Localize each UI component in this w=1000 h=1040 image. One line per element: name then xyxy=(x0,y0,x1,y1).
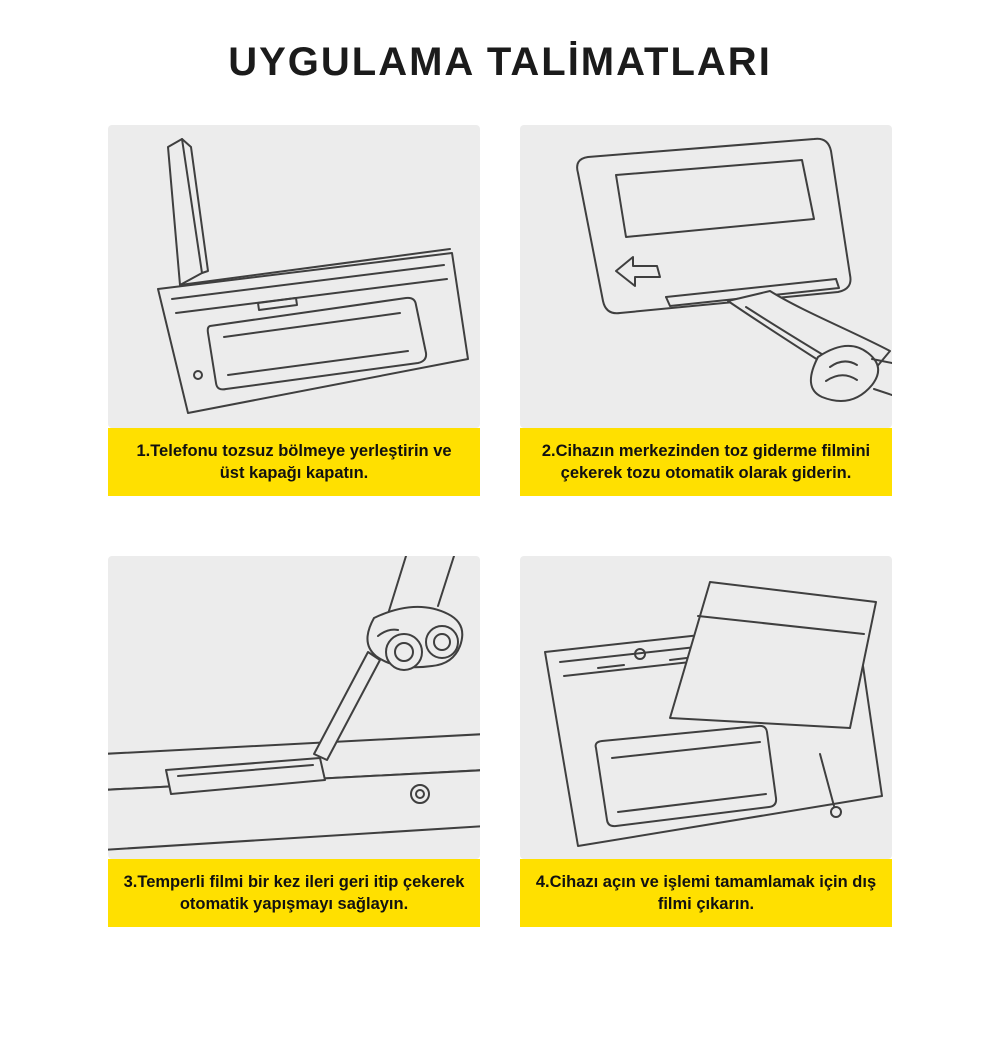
step-4-panel: 4.Cihazı açın ve işlemi tamamlamak için … xyxy=(520,556,892,927)
step-2-panel: 2.Cihazın merkezinden toz giderme filmin… xyxy=(520,125,892,496)
step-1-panel: 1.Telefonu tozsuz bölmeye yerleştirin ve… xyxy=(108,125,480,496)
step-3-panel: 3.Temperli filmi bir kez ileri geri itip… xyxy=(108,556,480,927)
pull-film-drawing xyxy=(576,137,892,402)
step-2-caption: 2.Cihazın merkezinden toz giderme filmin… xyxy=(520,428,892,496)
remove-outer-film-drawing xyxy=(544,581,883,847)
open-device-lid-up-drawing xyxy=(157,138,469,414)
step-3-illustration xyxy=(108,556,480,859)
step-1-illustration xyxy=(108,125,480,428)
steps-grid: 1.Telefonu tozsuz bölmeye yerleştirin ve… xyxy=(0,125,1000,927)
step-4-caption: 4.Cihazı açın ve işlemi tamamlamak için … xyxy=(520,859,892,927)
page-title: UYGULAMA TALİMATLARI xyxy=(228,40,772,84)
step-3-caption: 3.Temperli filmi bir kez ileri geri itip… xyxy=(108,859,480,927)
push-tool-drawing xyxy=(108,556,480,851)
step-1-caption: 1.Telefonu tozsuz bölmeye yerleştirin ve… xyxy=(108,428,480,496)
step-2-illustration xyxy=(520,125,892,428)
step-4-illustration xyxy=(520,556,892,859)
